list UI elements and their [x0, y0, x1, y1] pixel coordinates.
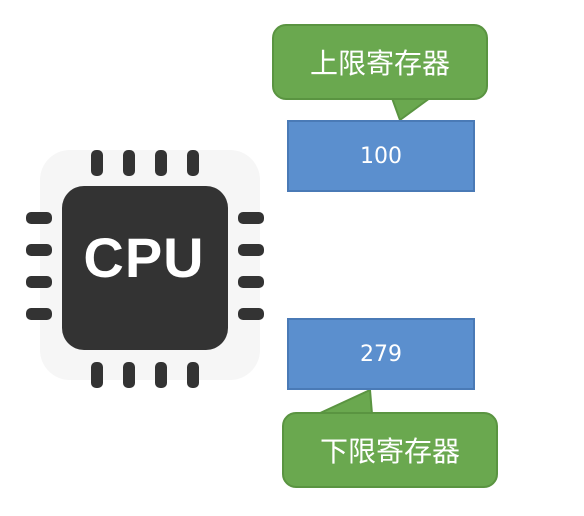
cpu-body: [62, 186, 228, 350]
upper-register-box: 100: [287, 120, 475, 192]
lower-register-box: 279: [287, 318, 475, 390]
cpu-pin: [26, 276, 52, 288]
upper-register-label: 上限寄存器: [272, 24, 488, 100]
cpu-pin: [187, 362, 199, 388]
cpu-pin: [187, 150, 199, 176]
cpu-pin: [123, 150, 135, 176]
cpu-pin: [238, 276, 264, 288]
cpu-pin: [91, 362, 103, 388]
cpu-pin: [155, 150, 167, 176]
cpu-pin: [155, 362, 167, 388]
cpu-pin: [238, 244, 264, 256]
cpu-pin: [238, 308, 264, 320]
cpu-label: CPU: [83, 226, 205, 289]
cpu-pin: [26, 244, 52, 256]
cpu-pin: [91, 150, 103, 176]
cpu-pin: [123, 362, 135, 388]
cpu-pin: [26, 308, 52, 320]
lower-register-label: 下限寄存器: [282, 412, 498, 488]
cpu-pin: [238, 212, 264, 224]
cpu-pin: [26, 212, 52, 224]
